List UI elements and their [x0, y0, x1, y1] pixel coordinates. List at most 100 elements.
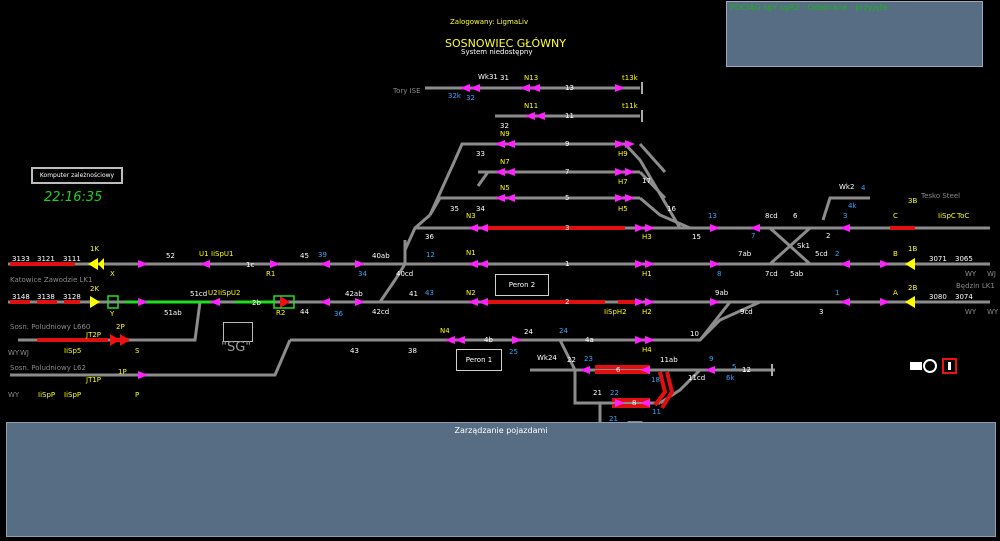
signal-label[interactable]: N7 [500, 158, 510, 166]
signal-label[interactable]: N5 [500, 184, 510, 192]
signal-label[interactable]: 3B [908, 197, 918, 205]
message-text: POCIĄG sgY sgR2 - Odebrane - przyjęte [730, 3, 888, 12]
signal-label[interactable]: H5 [618, 205, 628, 213]
signal-label[interactable]: N9 [500, 130, 510, 138]
label: 9 [565, 140, 570, 148]
red-arrows [110, 296, 290, 346]
label: 35 [450, 205, 459, 213]
sg-label: "SG" [221, 340, 252, 355]
signal-label[interactable]: R2 [276, 309, 286, 317]
signal-label[interactable]: 1P [118, 368, 127, 376]
label: 8cd [765, 212, 778, 220]
clock: 22:16:35 [44, 190, 103, 205]
signal-label[interactable]: S [135, 347, 140, 355]
cyan-label: 36 [334, 310, 343, 318]
signal-label[interactable]: ToC [957, 212, 970, 220]
cyan-label: 21 [609, 415, 618, 423]
label: 2 [826, 232, 831, 240]
platform-1[interactable]: Peron 1 [456, 349, 502, 371]
signal-label[interactable]: N13 [524, 74, 539, 82]
grey-label: WY [987, 308, 999, 316]
cyan-label: 7 [751, 232, 756, 240]
signal-label[interactable]: t13k [622, 74, 638, 82]
platform-2[interactable]: Peron 2 [495, 274, 549, 296]
label: 38 [408, 347, 417, 355]
signal-label[interactable]: IiSpP [38, 391, 56, 399]
signal-label[interactable]: U1 [199, 250, 209, 258]
signal-label[interactable]: C [893, 212, 898, 220]
occupied-segments [10, 226, 915, 410]
label: 5 [565, 194, 570, 202]
signal-label[interactable]: 1K [90, 245, 100, 253]
cyan-label: 2 [835, 250, 840, 258]
signal-label[interactable]: H2 [642, 308, 652, 316]
cyan-label: 18 [651, 376, 660, 384]
signal-label[interactable]: IiSpU1 [211, 250, 234, 258]
computer-interlocking-button[interactable]: Komputer zależnościowy [31, 167, 123, 184]
signal-label[interactable]: N2 [466, 289, 476, 297]
station-title: SOSNOWIEC GŁÓWNY [445, 37, 566, 50]
signal-label[interactable]: H4 [642, 346, 652, 354]
label: 8 [632, 399, 637, 407]
signal-label[interactable]: JT2P [86, 331, 102, 339]
signal-label[interactable]: t11k [622, 102, 638, 110]
label: 7ab [738, 250, 752, 258]
label: 2 [565, 298, 570, 306]
vehicle-management-title: Zarządzanie pojazdami [454, 426, 548, 435]
label: Wk2 [839, 183, 855, 191]
label: 40cd [396, 270, 414, 278]
grey-label: WJ [20, 349, 29, 357]
track-name-bedzin: Będzin LK1 [956, 282, 995, 290]
signal-label[interactable]: Y [110, 310, 115, 318]
signal-label[interactable]: N1 [466, 249, 476, 257]
label: 42ab [345, 290, 363, 298]
label: 3 [565, 224, 570, 232]
signal-label[interactable]: IiSpP [64, 391, 82, 399]
computer-interlocking-label: Komputer zależnościowy [39, 172, 115, 179]
signal-label[interactable]: 2B [908, 284, 918, 292]
signal-label[interactable]: U2 [208, 289, 218, 297]
signal-label[interactable]: H7 [618, 178, 628, 186]
signal-label[interactable]: H9 [618, 150, 628, 158]
signal-label[interactable]: X [110, 270, 115, 278]
signal-label[interactable]: 2P [116, 323, 125, 331]
signal-label[interactable]: H3 [642, 233, 652, 241]
label: 11cd [688, 374, 706, 382]
label: 3074 [955, 293, 973, 301]
signal-label[interactable]: N3 [466, 212, 476, 220]
signal-label[interactable]: JT1P [86, 376, 102, 384]
signal-label[interactable]: IiSpU2 [218, 289, 241, 297]
label: 5ab [790, 270, 804, 278]
signal-label[interactable]: R1 [266, 270, 276, 278]
label: 42cd [372, 308, 390, 316]
track-name-katowice: Katowice Zawodzie LK1 [10, 276, 93, 284]
message-panel[interactable]: POCIĄG sgY sgR2 - Odebrane - przyjęte [726, 1, 983, 67]
signal-label[interactable]: IiSpH2 [604, 308, 627, 316]
signal-label[interactable]: 1B [908, 245, 918, 253]
login-status: Zalogowany: LigmaLiv [450, 18, 529, 26]
label: 43 [350, 347, 359, 355]
sg-panel[interactable] [223, 322, 253, 342]
signal-label[interactable]: IiSpC [938, 212, 956, 220]
signal-label[interactable]: B [893, 250, 898, 258]
cyan-label: 24 [559, 327, 568, 335]
label: 12 [742, 366, 751, 374]
label: 15 [692, 233, 701, 241]
platform-1-label: Peron 1 [465, 356, 493, 364]
signal-label[interactable]: 2K [90, 285, 100, 293]
label: 7cd [765, 270, 778, 278]
track-name-sosn-l660: Sosn. Poludniowy L660 [10, 323, 91, 331]
signal-label[interactable]: P [135, 391, 140, 399]
signal-label[interactable]: IiSp5 [64, 347, 82, 355]
label: 36 [425, 233, 434, 241]
label: 3121 [37, 255, 55, 263]
label: 17 [642, 177, 651, 185]
signal-label[interactable]: N11 [524, 102, 539, 110]
signal-label[interactable]: H1 [642, 270, 652, 278]
signal-label[interactable]: N4 [440, 327, 450, 335]
label: 41 [409, 290, 418, 298]
signal-label[interactable]: A [893, 289, 898, 297]
vehicle-management-panel[interactable]: Zarządzanie pojazdami [6, 422, 996, 537]
label: 32 [500, 122, 509, 130]
label: 11 [565, 112, 574, 120]
